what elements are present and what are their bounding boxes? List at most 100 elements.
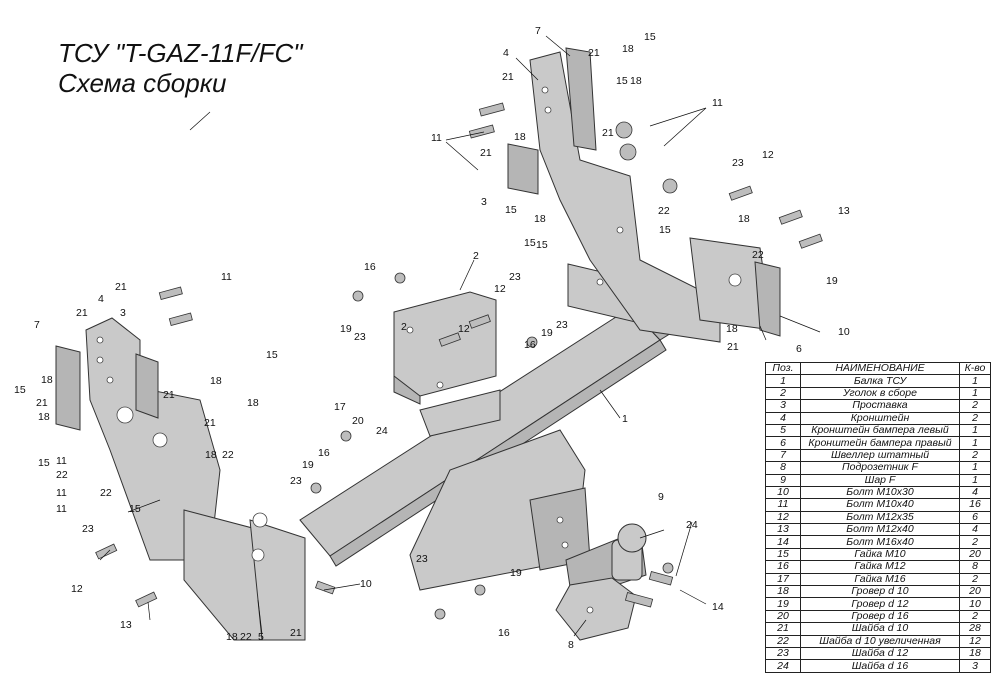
callout-22d: 22 [240,631,252,643]
row-quantity: 1 [959,461,991,475]
callout-18k: 18 [738,213,750,225]
callout-3a: 3 [120,307,126,319]
callout-23g: 23 [732,157,744,169]
callout-18h: 18 [630,75,642,87]
row-quantity: 2 [959,572,991,587]
callout-20: 20 [352,415,364,427]
row-name: Гровер d 10 [800,585,960,599]
row-name: Кронштейн бампера правый [800,436,960,450]
row-quantity: 2 [959,448,991,463]
row-position: 21 [765,622,801,636]
callout-18e: 18 [205,449,217,461]
title-line-subtitle: Схема сборки [58,68,227,98]
callout-15b: 15 [38,457,50,469]
callout-11b: 11 [431,132,442,144]
callout-15h: 15 [524,237,536,249]
callout-23d: 23 [82,523,94,535]
row-name: Шайба d 10 [800,622,960,636]
callout-6: 6 [796,343,802,355]
callout-16a: 16 [364,261,376,273]
row-quantity: 2 [959,609,991,624]
callout-15a: 15 [14,384,26,396]
callout-3b: 3 [481,196,487,208]
row-position: 16 [765,560,801,574]
callout-10b: 10 [838,326,850,338]
row-position: 11 [765,498,801,512]
row-quantity: 1 [959,423,991,438]
row-name: Гровер d 16 [800,609,960,624]
row-position: 7 [765,448,801,463]
header-quantity: К-во [959,361,991,376]
left-channel [55,345,159,431]
callout-22e: 22 [658,205,670,217]
row-position: 13 [765,523,801,537]
row-name: Швеллер штатный [800,448,960,463]
callout-11e: 11 [56,487,67,499]
callout-16b: 16 [318,447,330,459]
angle-assembly [393,291,501,437]
row-name: Шар F [800,473,960,487]
row-name: Болт М12х35 [800,510,960,525]
callout-18g: 18 [622,43,634,55]
callout-18d: 18 [247,397,259,409]
row-name: Шайба d 12 [800,646,960,661]
callout-15e: 15 [644,31,656,43]
callout-21i: 21 [588,47,600,59]
callout-19a: 19 [340,323,352,335]
callout-18l: 18 [726,323,738,335]
callout-18i: 18 [514,131,526,143]
callout-13a: 13 [120,619,132,631]
row-name: Гровер d 12 [800,597,960,611]
row-quantity: 2 [959,535,991,549]
row-name: Шайба d 16 [800,659,960,673]
callout-16c: 16 [524,339,536,351]
callout-12c: 12 [494,283,506,295]
callout-11f: 11 [56,503,67,515]
row-quantity: 4 [959,485,991,500]
callout-labels: 1 2 2 3 3 4 4 5 6 7 7 8 9 10 10 11 11 11… [14,25,850,651]
callout-13b: 13 [838,205,850,217]
row-name: Кронштейн бампера левый [800,423,960,438]
row-quantity: 2 [959,399,991,413]
callout-21f: 21 [290,627,302,639]
callout-15g: 15 [505,204,517,216]
row-name: Гайка М16 [800,572,960,587]
callout-21h: 21 [480,147,492,159]
callout-5: 5 [258,631,264,643]
row-name: Болт М10х30 [800,485,960,500]
callout-22a: 22 [222,449,234,461]
callout-21b: 21 [76,307,88,319]
row-position: 18 [765,585,801,599]
header-position: Поз. [765,361,801,376]
callout-23a: 23 [509,271,521,283]
row-quantity: 18 [959,646,991,661]
callout-15c: 15 [266,349,278,361]
row-name: Болт М12х40 [800,523,960,537]
callout-19e: 19 [826,275,838,287]
row-name: Шайба d 10 увеличенная [800,634,960,649]
callout-23f: 23 [416,553,428,565]
row-position: 5 [765,423,801,438]
row-position: 4 [765,411,801,425]
callout-21d: 21 [163,389,175,401]
callout-23c: 23 [290,475,302,487]
row-position: 17 [765,572,801,587]
drawing-title: ТСУ "T-GAZ-11F/FC" Схема сборки [58,38,303,98]
callout-18j: 18 [534,213,546,225]
row-name: Балка ТСУ [800,374,960,388]
callout-15d: 15 [129,503,141,515]
